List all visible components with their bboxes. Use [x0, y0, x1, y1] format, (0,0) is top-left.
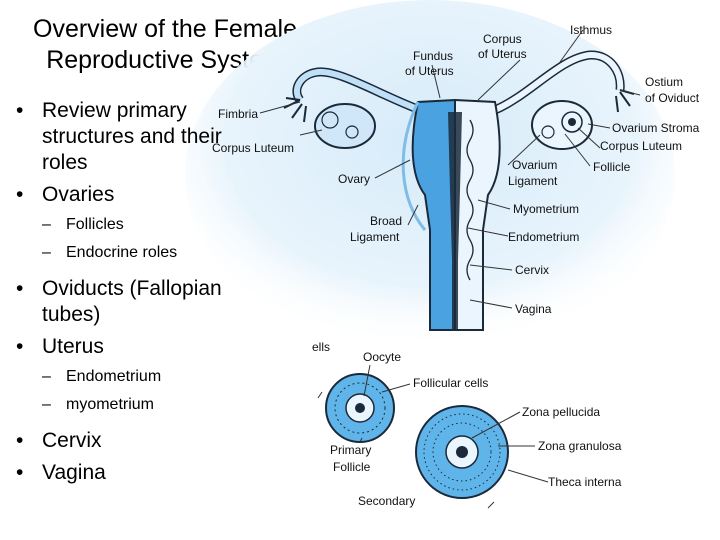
sub-bullet-endometrium-label: Endometrium: [66, 368, 162, 385]
bullet-uterus-label: Uterus: [42, 335, 104, 358]
uterus-left-half: [411, 98, 456, 331]
sub-bullet-follicles: – Follicles: [16, 214, 316, 236]
sub-bullet-myometrium-label: myometrium: [66, 396, 155, 413]
bullet-dot: •: [16, 461, 24, 484]
bullet-oviducts-line-2: tubes): [42, 303, 101, 326]
bullet-review-line-2: structures and their: [42, 125, 222, 148]
label-fundus-1: Fundus: [413, 49, 453, 63]
secondary-follicle: [415, 405, 509, 499]
bullet-review-line-1: Review primary: [42, 99, 187, 122]
label-endometrium: Endometrium: [508, 230, 579, 244]
sub-bullet-dash: –: [42, 368, 51, 385]
label-isthmus: Isthmus: [570, 23, 612, 37]
primary-follicle: [325, 373, 395, 443]
label-broad-ligament-1: Broad: [370, 214, 402, 228]
label-ovarium-ligament-1: Ovarium: [512, 158, 557, 172]
sub-bullet-dash: –: [42, 216, 51, 233]
bullet-cervix-label: Cervix: [42, 429, 102, 452]
bullet-dot: •: [16, 183, 24, 206]
label-ostium-1: Ostium: [645, 75, 683, 89]
bullet-review: • Review primary structures and their ro…: [16, 98, 316, 176]
bullet-list: • Review primary structures and their ro…: [16, 98, 316, 492]
label-fundus-2: of Uterus: [405, 64, 454, 78]
bullet-dot: •: [16, 335, 24, 358]
label-primary-1: Primary: [330, 443, 371, 457]
label-theca-interna: Theca interna: [548, 475, 622, 489]
sub-bullet-dash: –: [42, 244, 51, 261]
bullet-ovaries-label: Ovaries: [42, 183, 115, 206]
slide-title: Overview of the Female Reproductive Syst…: [0, 14, 330, 76]
label-broad-ligament-2: Ligament: [350, 230, 400, 244]
broad-ligament: [401, 101, 427, 231]
label-ovarium-ligament-2: Ligament: [508, 174, 558, 188]
label-corpus-uterus-2: of Uterus: [478, 47, 527, 61]
bullet-vagina: • Vagina: [16, 460, 316, 486]
sub-bullet-follicles-label: Follicles: [66, 216, 124, 233]
bullet-dot: •: [16, 429, 24, 452]
bullet-ovaries: • Ovaries: [16, 182, 316, 208]
label-ovary: Ovary: [338, 172, 370, 186]
sub-bullet-endocrine: – Endocrine roles: [16, 242, 316, 264]
label-ovarium-stroma: Ovarium Stroma: [612, 121, 700, 135]
label-follicular-cells: Follicular cells: [413, 376, 488, 390]
label-myometrium: Myometrium: [513, 202, 579, 216]
uterus-right-half: [454, 98, 501, 331]
label-secondary: Secondary: [358, 494, 415, 508]
endometrium-line: [466, 119, 474, 281]
bullet-review-line-3: roles: [42, 151, 88, 174]
label-vagina: Vagina: [515, 302, 552, 316]
label-corpus-uterus-1: Corpus: [483, 32, 522, 46]
bullet-dot: •: [16, 277, 24, 300]
label-zona-granulosa: Zona granulosa: [538, 439, 622, 453]
bullet-cervix: • Cervix: [16, 428, 316, 454]
bullet-oviducts: • Oviducts (Fallopian tubes): [16, 276, 316, 328]
label-follicle: Follicle: [593, 160, 631, 174]
label-cervix: Cervix: [515, 263, 549, 277]
follicle-pointer-lines: [317, 364, 549, 509]
sub-bullet-dash: –: [42, 396, 51, 413]
label-fimbria: Fimbria: [218, 107, 258, 121]
bullet-dot: •: [16, 99, 24, 122]
sub-bullet-myometrium: – myometrium: [16, 394, 316, 416]
title-line-1: Overview of the Female: [33, 15, 297, 43]
bullet-oviducts-line-1: Oviducts (Fallopian: [42, 277, 222, 300]
bullet-uterus: • Uterus: [16, 334, 316, 360]
label-corpus-luteum-right: Corpus Luteum: [600, 139, 682, 153]
label-oocyte: Oocyte: [363, 350, 401, 364]
label-primary-2: Follicle: [333, 460, 371, 474]
left-ovary: [314, 103, 376, 149]
label-zona-pellucida: Zona pellucida: [522, 405, 600, 419]
label-ells-fragment: ells: [312, 340, 330, 354]
label-ostium-2: of Oviduct: [645, 91, 700, 105]
sub-bullet-endocrine-label: Endocrine roles: [66, 244, 178, 261]
pointer-lines: [259, 29, 641, 309]
sub-bullet-endometrium: – Endometrium: [16, 366, 316, 388]
bullet-vagina-label: Vagina: [42, 461, 106, 484]
label-corpus-luteum-left: Corpus Luteum: [212, 141, 294, 155]
